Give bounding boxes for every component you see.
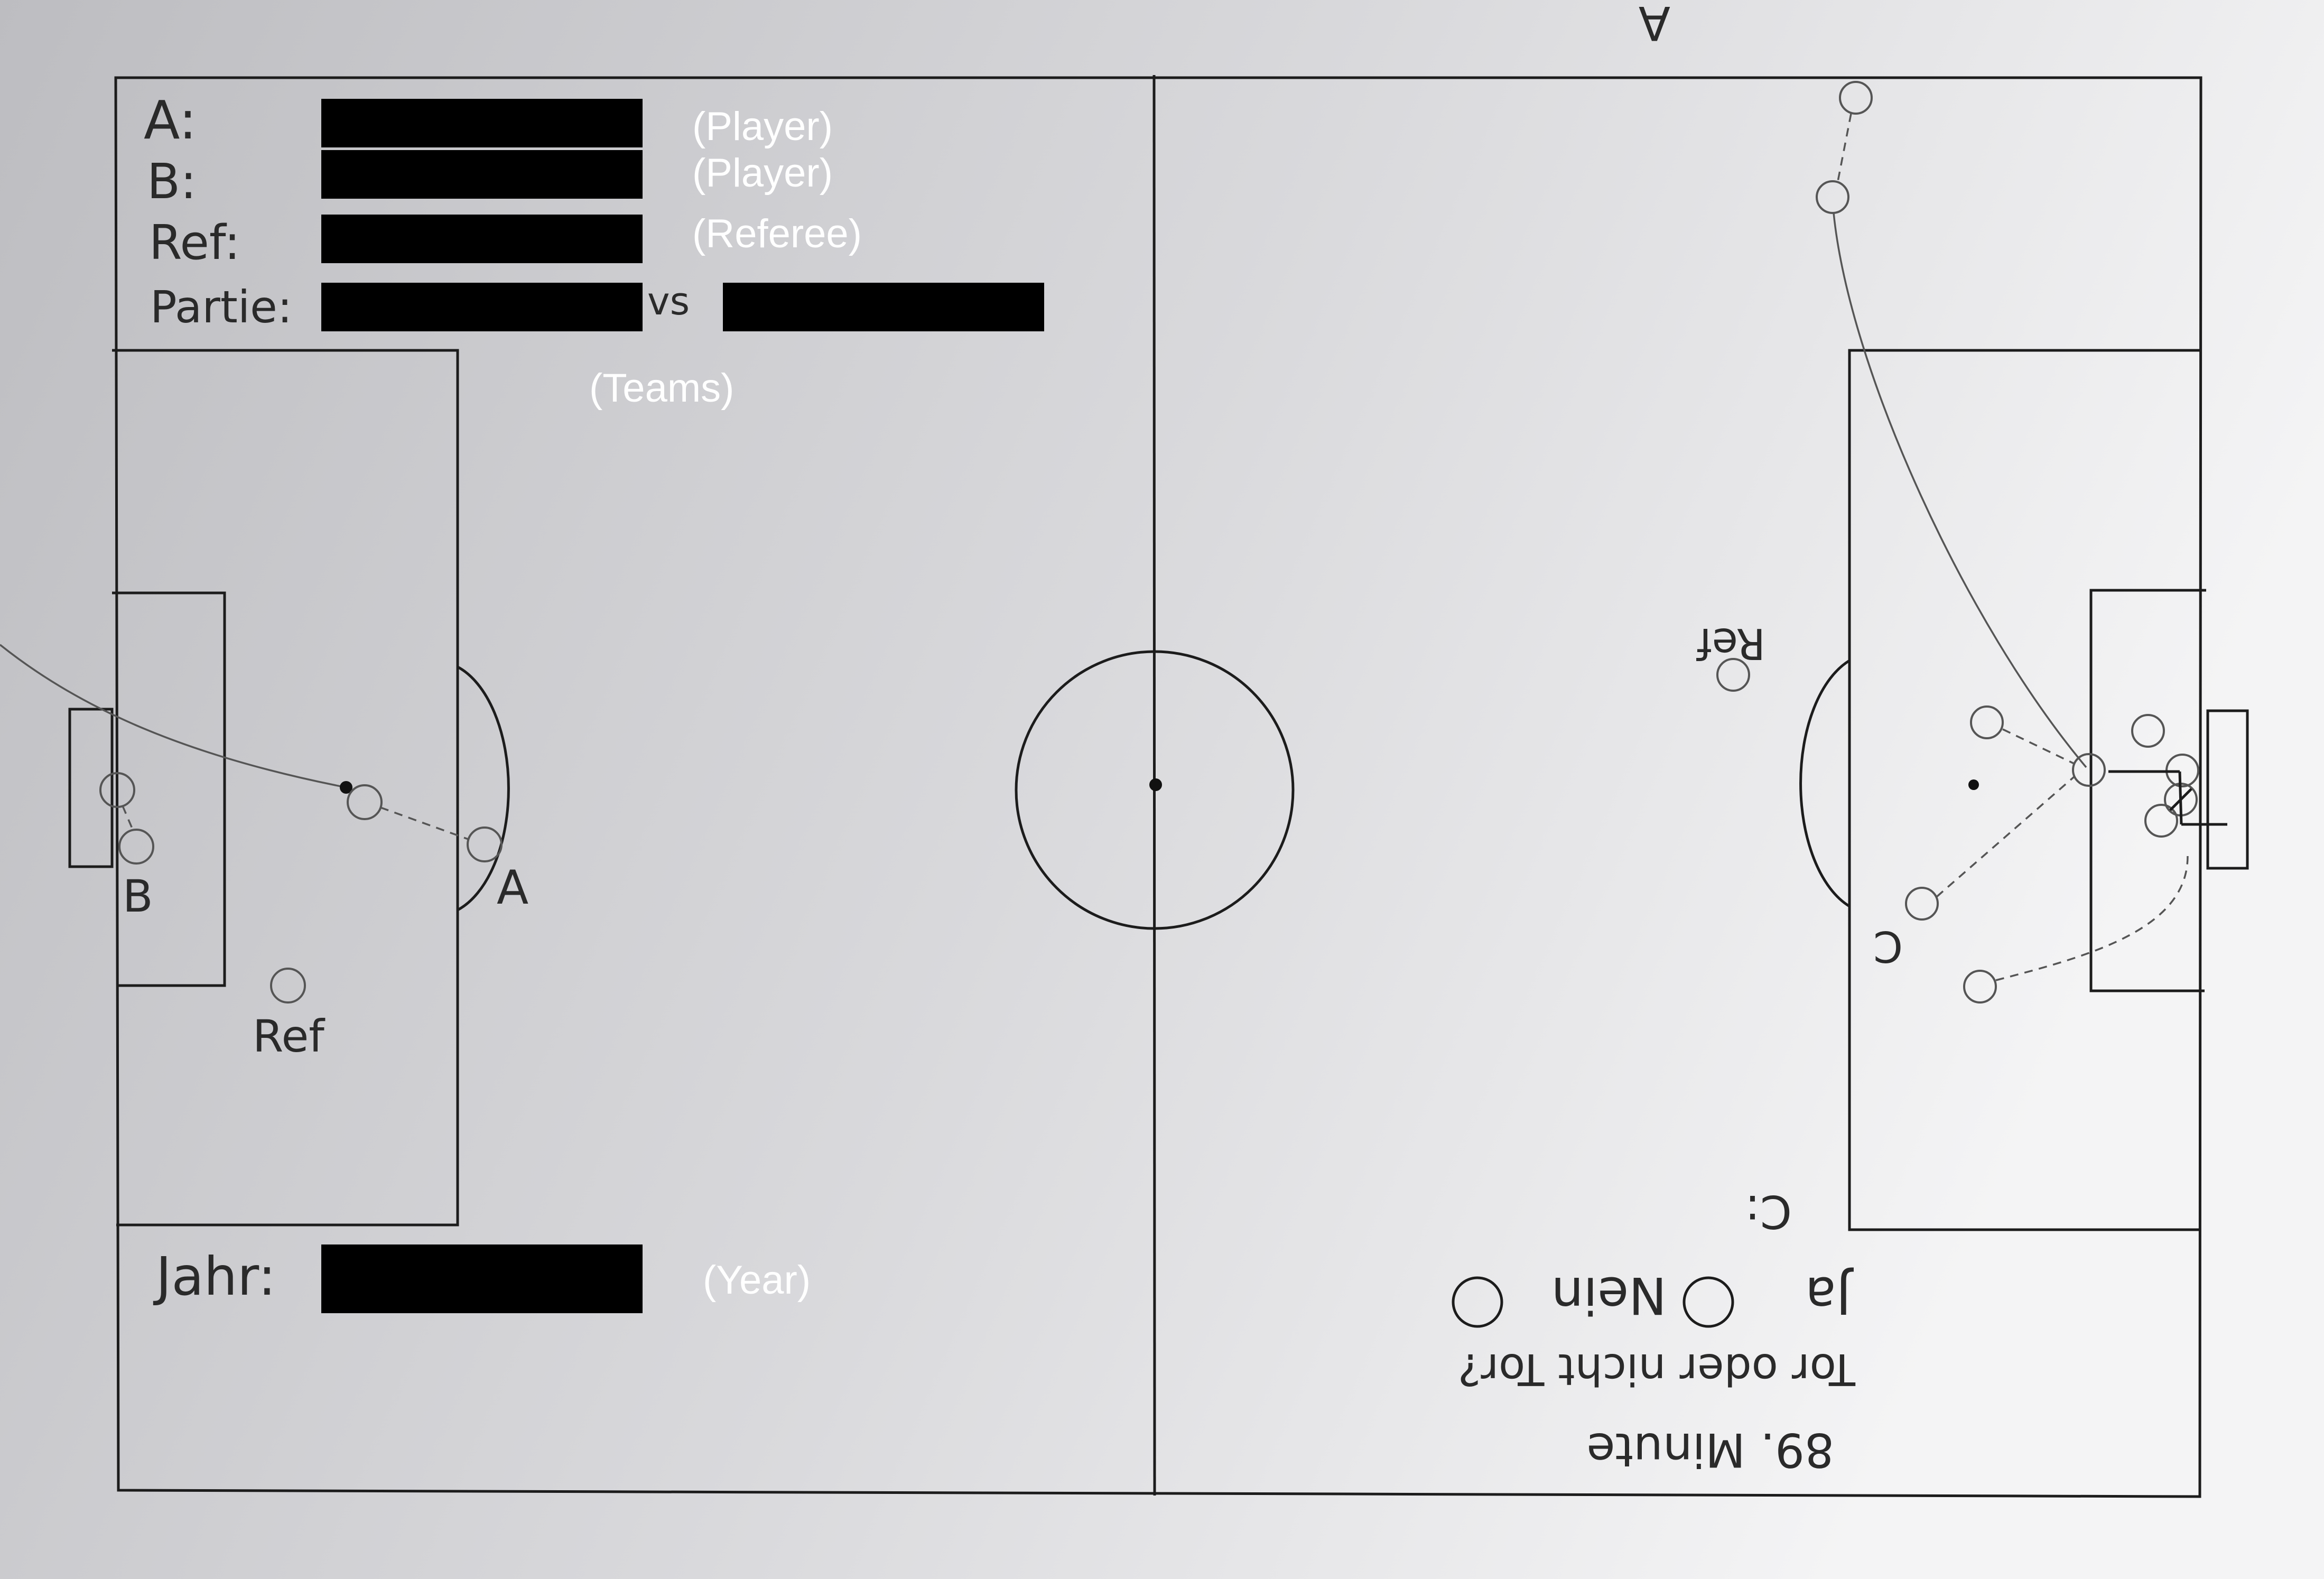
right-penalty-arc — [1799, 659, 1851, 908]
right-marker-a: A — [1639, 0, 1670, 50]
right-marker-c: C — [1873, 922, 1903, 971]
pitch-outline — [114, 76, 2202, 1498]
left-referee — [270, 968, 306, 1004]
left-penalty-area — [112, 349, 459, 1227]
right-question: Tor oder nicht Tor? — [1458, 1344, 1856, 1394]
left-ball — [340, 781, 352, 794]
right-referee — [1716, 658, 1750, 692]
right-penalty-area — [1848, 349, 2200, 1231]
center-circle — [1015, 650, 1295, 930]
right-defender-1 — [1970, 705, 2004, 739]
right-answer-nein: Nein — [1551, 1266, 1667, 1325]
redacted-player-b — [321, 150, 643, 199]
right-checkbox-ja[interactable] — [1682, 1276, 1734, 1328]
right-marker-ref: Ref — [1696, 619, 1765, 668]
right-minute: 89. Minute — [1587, 1423, 1835, 1477]
upside-down-notes: A Ref C C: Ja Nein Tor oder nicht Tor? 8… — [1452, 0, 1903, 1477]
annotation-year: (Year) — [703, 1258, 811, 1303]
left-b-run — [122, 805, 134, 831]
right-ball-path — [1833, 212, 2087, 768]
left-goal — [68, 708, 114, 868]
redacted-referee — [321, 215, 643, 263]
year-row: Jahr: (Year) — [153, 1244, 811, 1313]
right-player-c — [1905, 887, 1939, 921]
right-scene: A Ref C C: Ja Nein Tor oder nicht Tor? 8… — [1452, 0, 2227, 1477]
label-vs: vs — [647, 279, 690, 323]
left-goal-area — [112, 591, 226, 987]
label-partie: Partie: — [150, 281, 292, 333]
right-attacker-run — [1995, 856, 2189, 981]
left-player-a-start — [347, 784, 383, 820]
left-player-b-start — [99, 772, 135, 808]
right-defender-4 — [2144, 804, 2178, 838]
annotation-player-a: (Player) — [692, 104, 833, 149]
right-a-run — [1837, 113, 1852, 182]
redacted-team-home — [321, 283, 643, 331]
right-goal — [2206, 709, 2249, 870]
right-defender-2 — [2131, 714, 2165, 748]
redacted-year — [321, 1244, 643, 1313]
annotation-teams: (Teams) — [589, 366, 734, 411]
left-marker-ref: Ref — [253, 1010, 326, 1062]
right-penalty-spot — [1968, 779, 1979, 790]
right-goalkeeper — [2072, 753, 2106, 787]
left-ball-path — [0, 644, 347, 788]
left-player-a — [467, 826, 503, 862]
right-answer-ja: Ja — [1805, 1266, 1854, 1325]
right-goal-area — [2089, 589, 2206, 992]
right-c-run — [1936, 776, 2075, 898]
left-a-run — [380, 806, 469, 840]
annotation-player-b: (Player) — [692, 151, 833, 196]
label-ref: Ref: — [149, 215, 240, 271]
form-header: A: B: Ref: Partie: vs (Player) (Player) … — [144, 89, 1044, 411]
center-spot — [1149, 778, 1162, 791]
redacted-team-away — [723, 283, 1044, 331]
label-jahr: Jahr: — [153, 1246, 276, 1307]
right-checkbox-nein[interactable] — [1452, 1276, 1503, 1328]
left-player-b — [118, 829, 154, 865]
right-label-c: C: — [1745, 1185, 1792, 1238]
label-b: B: — [147, 153, 197, 210]
right-player-a-start — [1839, 81, 1873, 115]
right-post-mark — [2178, 771, 2183, 825]
annotation-referee: (Referee) — [692, 211, 862, 256]
redacted-player-a — [321, 99, 643, 147]
right-defender-1-run — [2002, 728, 2075, 765]
label-a: A: — [144, 89, 197, 151]
left-penalty-arc — [457, 665, 510, 912]
left-marker-b: B — [123, 870, 153, 922]
left-marker-a: A — [497, 860, 528, 915]
pitch-lines — [68, 75, 2249, 1498]
right-attacker — [1963, 970, 1997, 1004]
left-scene: A B Ref — [0, 644, 528, 1062]
right-player-a — [1816, 180, 1849, 214]
